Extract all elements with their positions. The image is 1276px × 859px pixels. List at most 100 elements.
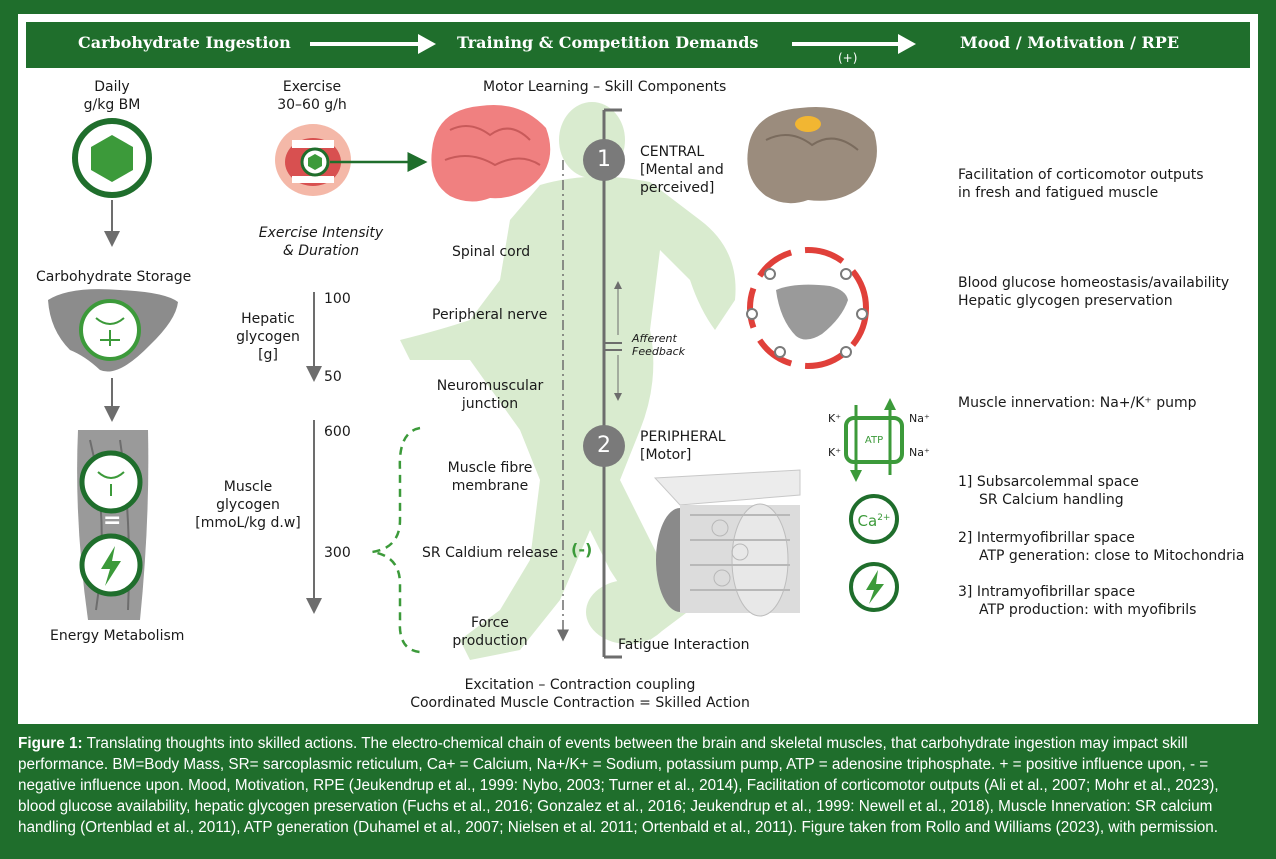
effect-muscle-innervation: Muscle innervation: Na+/K⁺ pump [958,395,1197,411]
effect-intramyofibrillar-line2: ATP production: with myofibrils [979,602,1197,618]
afferent-line2: Feedback [632,345,685,358]
daily-intake-icon [72,118,152,198]
central-peripheral-bar [583,108,625,659]
muscle-bottom-value: 300 [324,545,351,561]
effect-blood-glucose-line1: Blood glucose homeostasis/availability [958,275,1230,291]
afferent-line1: Afferent [632,332,677,345]
muscle-line2: glycogen [216,497,280,513]
daily-label-line1: Daily [94,79,130,95]
muscle-glycogen-label: Muscle glycogen [mmoL/kg d.w] [188,478,308,532]
nmj-line1: Neuromuscular [436,378,544,394]
athlete-silhouette [400,102,736,660]
intensity-line2: & Duration [282,243,360,259]
na-top-label: Na⁺ [909,412,930,425]
calcium-label: Ca2+ [852,509,896,530]
fibre-membrane-label: Muscle fibre membrane [420,459,560,495]
atp-label: ATP [864,435,884,446]
caption-label: Figure 1: [18,735,83,752]
central-line2: [Mental and [640,162,724,178]
mouth-icon [275,124,351,196]
force-line2: production [452,633,528,649]
effect-corticomotor-line2: in fresh and fatigued muscle [958,185,1159,201]
energy-metabolism-label: Energy Metabolism [50,628,185,644]
hepatic-line2: glycogen [236,329,300,345]
muscle-line1: Muscle [223,479,273,495]
effect-subsarcolemmal-line2: SR Calcium handling [979,492,1124,508]
dashed-brace [371,426,421,654]
force-production-label: Force production [420,614,560,650]
central-line3: perceived] [640,180,715,196]
k-top-label: K⁺ [828,412,842,425]
header-carbohydrate-ingestion: Carbohydrate Ingestion [78,33,291,52]
effect-blood-glucose: Blood glucose homeostasis/availability H… [958,274,1229,310]
header-bar [26,22,1250,68]
sr-release-label: SR Caldium release [422,545,559,561]
fatigue-interaction-label: Fatigue Interaction [618,637,750,653]
atp-energy-icon [849,562,899,612]
header-arrow-1 [310,34,436,54]
hepatic-top-value: 100 [324,291,351,307]
afferent-feedback-label: Afferent Feedback [632,332,685,358]
k-bottom-label: K⁺ [828,446,842,459]
caption-text: Translating thoughts into skilled action… [18,735,1219,836]
header-arrow-2 [792,34,916,54]
daily-label-line2: g/kg BM [83,97,141,113]
grey-brain-icon [747,107,877,204]
effect-subsarcolemmal-line1: 1] Subsarcolemmal space [958,474,1139,490]
peripheral-number: 2 [597,433,611,458]
effect-subsarcolemmal: 1] Subsarcolemmal space SR Calcium handl… [958,473,1139,509]
equals-sign: = [103,508,122,533]
header-plus-sign: (+) [838,51,858,65]
central-line1: CENTRAL [640,144,705,160]
negative-influence-sign: (-) [571,540,593,559]
central-label: CENTRAL [Mental and perceived] [640,143,724,197]
muscle-leg-icon [77,430,149,620]
hepatic-line1: Hepatic [241,311,295,327]
effect-corticomotor-line1: Facilitation of corticomotor outputs [958,167,1204,183]
muscle-line3: [mmoL/kg d.w] [195,515,301,531]
muscle-top-value: 600 [324,424,351,440]
hepatic-line3: [g] [258,347,278,363]
peripheral-line1: PERIPHERAL [640,429,726,445]
effect-intermyofibrillar-line1: 2] Intermyofibrillar space [958,530,1135,546]
figure-caption: Figure 1: Translating thoughts into skil… [18,733,1258,838]
peripheral-label: PERIPHERAL [Motor] [640,428,726,464]
hepatic-glycogen-label: Hepatic glycogen [g] [228,310,308,364]
fibre-line1: Muscle fibre [447,460,533,476]
na-k-pump-icon [844,398,904,482]
intensity-line1: Exercise Intensity [258,225,384,241]
bottom-summary: Excitation – Contraction coupling Coordi… [380,676,780,712]
spinal-cord-label: Spinal cord [452,244,531,260]
exercise-label: Exercise 30–60 g/h [262,78,362,114]
nmj-label: Neuromuscular junction [420,377,560,413]
header-training-demands: Training & Competition Demands [457,33,759,52]
calcium-charge: 2+ [877,513,891,523]
intensity-label: Exercise Intensity & Duration [246,224,396,260]
brain-icon [431,104,551,202]
calcium-icon [849,494,899,544]
peripheral-line2: [Motor] [640,447,692,463]
daily-label: Daily g/kg BM [62,78,162,114]
force-line1: Force [471,615,509,631]
central-number: 1 [597,147,611,172]
storage-label: Carbohydrate Storage [36,269,192,285]
effect-intermyofibrillar-line2: ATP generation: close to Mitochondria [979,548,1245,564]
liver-ring-icon [746,247,869,369]
ec-coupling-label: Excitation – Contraction coupling [464,677,696,693]
effect-intramyofibrillar: 3] Intramyofibrillar space ATP productio… [958,583,1196,619]
skilled-action-label: Coordinated Muscle Contraction = Skilled… [410,695,750,711]
effect-intermyofibrillar: 2] Intermyofibrillar space ATP generatio… [958,529,1244,565]
nmj-line2: junction [461,396,519,412]
motor-learning-label: Motor Learning – Skill Components [483,79,727,95]
hepatic-bottom-value: 50 [324,369,342,385]
na-bottom-label: Na⁺ [909,446,930,459]
peripheral-nerve-label: Peripheral nerve [432,307,548,323]
effect-intramyofibrillar-line1: 3] Intramyofibrillar space [958,584,1136,600]
exercise-label-line2: 30–60 g/h [277,97,347,113]
effect-blood-glucose-line2: Hepatic glycogen preservation [958,293,1173,309]
muscle-fibre-illustration [653,469,801,617]
liver-storage-icon [48,289,178,372]
exercise-label-line1: Exercise [282,79,342,95]
fibre-line2: membrane [451,478,529,494]
